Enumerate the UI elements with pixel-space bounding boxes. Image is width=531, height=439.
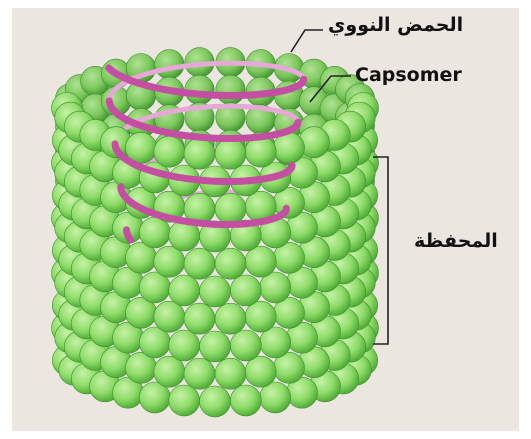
capsomer-bead (169, 385, 200, 416)
capsomer-bead (230, 385, 261, 416)
capsomer-bead (200, 331, 231, 362)
capsomer-bead (200, 276, 231, 307)
capsomer-bead (215, 193, 246, 224)
capsomer-bead (200, 386, 231, 417)
capsomer-bead (230, 330, 261, 361)
capsomer-bead (215, 358, 246, 389)
capsomer-bead-inner (155, 50, 184, 79)
capsid-label: المحفظة (414, 230, 498, 252)
nucleic-acid-segment (109, 68, 113, 71)
capsomer-bead (184, 138, 215, 169)
nucleic-acid-segment (115, 144, 116, 147)
nucleic-acid-segment (121, 187, 122, 191)
capsomer-bead (215, 303, 246, 334)
capsomer-bead-inner (216, 75, 245, 104)
capsomer-bead (154, 356, 185, 387)
capsomer-bead (184, 358, 215, 389)
nucleic-acid-segment (127, 230, 128, 234)
capsomer-bead (230, 275, 261, 306)
capsomer-bead (169, 330, 200, 361)
capsomer-bead (184, 248, 215, 279)
nucleic-acid-segment (109, 101, 110, 104)
capsomer-bead (184, 303, 215, 334)
capsomer-bead (245, 246, 276, 277)
capsomer-bead (245, 301, 276, 332)
nucleic-acid-label: الحمض النووي (328, 14, 463, 36)
capsomer-bead (154, 301, 185, 332)
capsomer-bead (215, 248, 246, 279)
capsomer-bead (215, 138, 246, 169)
capsomer-label: Capsomer (355, 64, 462, 86)
capsomer-bead (154, 136, 185, 167)
capsomer-bead (245, 356, 276, 387)
capsomer-bead (154, 246, 185, 277)
capsomer-bead (169, 275, 200, 306)
